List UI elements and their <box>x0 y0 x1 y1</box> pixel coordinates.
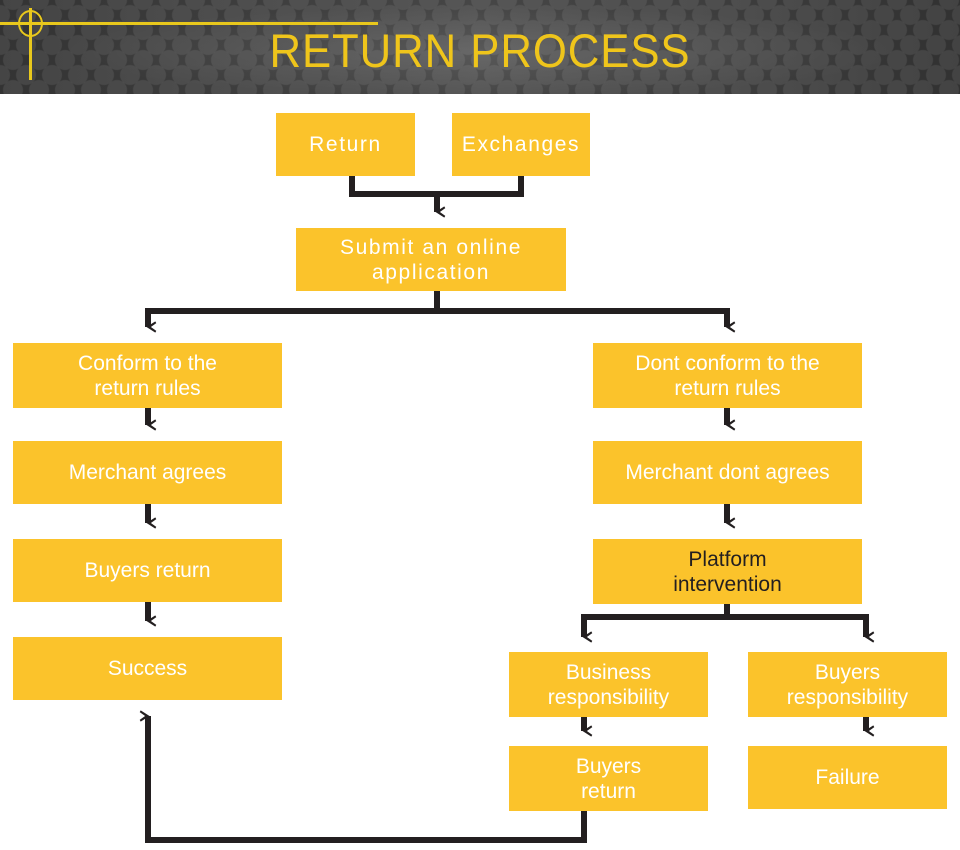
node-exchanges-label: Exchanges <box>461 133 581 156</box>
crosshair-circle-icon <box>18 10 43 37</box>
node-return-label: Return <box>309 133 382 156</box>
node-failure[interactable]: Failure <box>748 746 947 809</box>
node-buyers-return-left-label: Buyers return <box>84 559 211 582</box>
node-dont-conform-to-return-rules[interactable]: Dont conform to the return rules <box>593 343 862 408</box>
edge-feedback-loop <box>139 710 587 843</box>
node-return[interactable]: Return <box>276 113 415 176</box>
node-exchanges[interactable]: Exchanges <box>452 113 590 176</box>
node-dont-conform-to-return-rules-label: Dont conform to the return rules <box>635 351 820 400</box>
node-conform-to-return-rules[interactable]: Conform to the return rules <box>13 343 282 408</box>
header-horizontal-rule-decoration <box>0 22 378 25</box>
node-buyers-return-right-label: Buyers return <box>575 754 642 803</box>
node-buyers-responsibility[interactable]: Buyers responsibility <box>748 652 947 717</box>
node-merchant-dont-agrees[interactable]: Merchant dont agrees <box>593 441 862 504</box>
node-business-responsibility[interactable]: Business responsibility <box>509 652 708 717</box>
node-platform-intervention-label: Platform intervention <box>673 547 782 596</box>
node-merchant-agrees[interactable]: Merchant agrees <box>13 441 282 504</box>
node-buyers-return-right[interactable]: Buyers return <box>509 746 708 811</box>
page-title: RETURN PROCESS <box>269 24 691 77</box>
node-merchant-dont-agrees-label: Merchant dont agrees <box>625 461 830 484</box>
header-vertical-rule-decoration <box>29 8 32 80</box>
node-business-responsibility-label: Business responsibility <box>547 660 670 709</box>
node-success[interactable]: Success <box>13 637 282 700</box>
node-submit-application-label: Submit an online application <box>339 235 523 284</box>
node-platform-intervention[interactable]: Platform intervention <box>593 539 862 604</box>
node-buyers-return-left[interactable]: Buyers return <box>13 539 282 602</box>
node-merchant-agrees-label: Merchant agrees <box>68 461 227 484</box>
node-buyers-responsibility-label: Buyers responsibility <box>786 660 909 709</box>
node-conform-to-return-rules-label: Conform to the return rules <box>78 351 217 400</box>
node-failure-label: Failure <box>815 766 880 789</box>
node-submit-application[interactable]: Submit an online application <box>296 228 566 291</box>
node-success-label: Success <box>107 657 188 680</box>
